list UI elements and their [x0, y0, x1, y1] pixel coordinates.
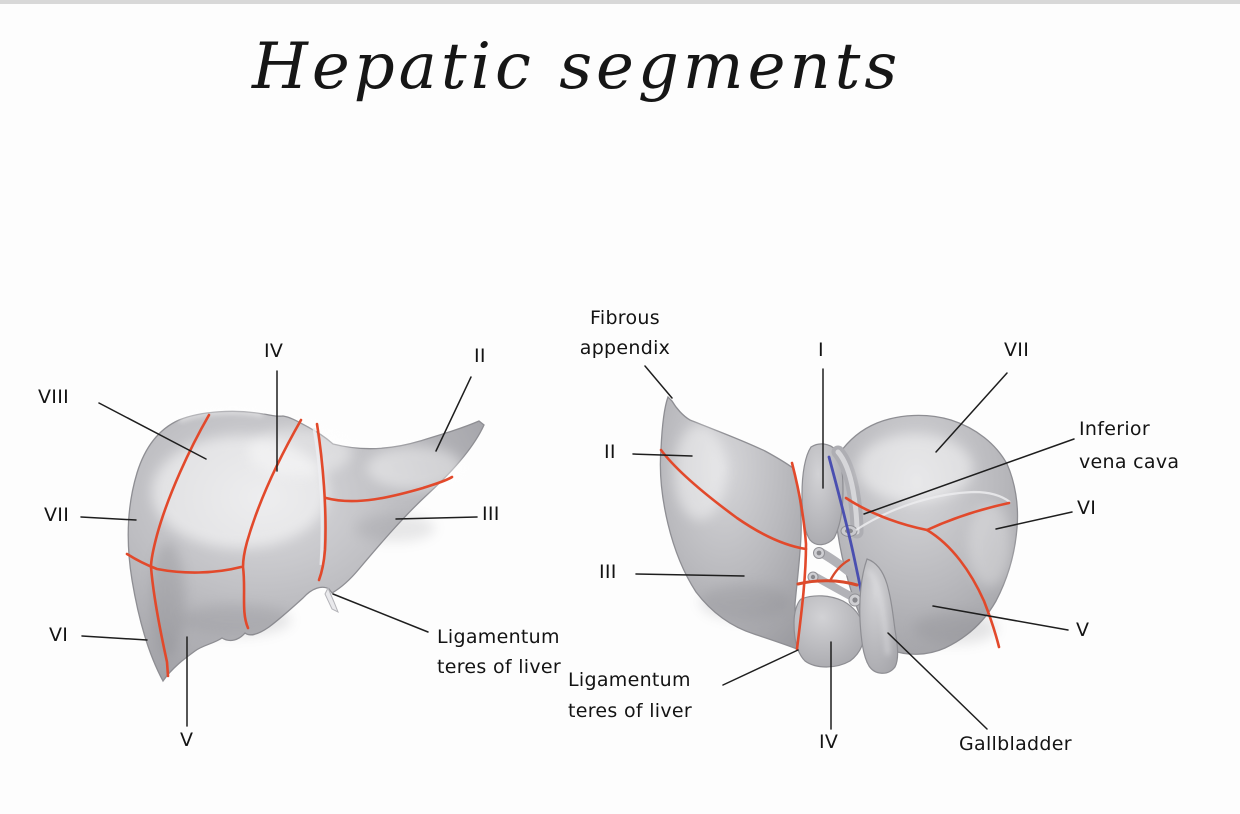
leader-ii-anterior: [435, 376, 472, 452]
posterior-view-figure: [659, 395, 1019, 674]
label-segment-vii-anterior: VII: [44, 504, 70, 526]
label-line: appendix: [579, 337, 671, 359]
segment-line: [324, 475, 454, 503]
top-border-strip: [0, 0, 1240, 4]
label-gallbladder: Gallbladder: [959, 733, 1072, 755]
label-segment-vii-posterior: VII: [1004, 339, 1030, 361]
label-line: vena cava: [1079, 451, 1180, 473]
leader-ii-posterior: [632, 453, 693, 457]
leader-v-posterior: [932, 605, 1069, 631]
label-line: teres of liver: [437, 656, 562, 678]
posterior-segment-lines: [659, 448, 1011, 651]
anterior-liver-body: [127, 410, 485, 683]
label-segment-v-posterior: V: [1076, 619, 1090, 641]
label-segment-vi-anterior: VI: [49, 624, 69, 646]
coronary-ligament-line: [855, 490, 1011, 531]
label-line: Ligamentum: [437, 626, 560, 648]
label-line: teres of liver: [568, 700, 693, 722]
leader-gallbladder: [887, 632, 988, 730]
leader-lines: [80, 365, 1075, 730]
leader-vii-anterior: [80, 516, 137, 521]
leader-fibrous-appendix: [644, 365, 673, 399]
label-inferior-vena-cava: Inferior vena cava: [1079, 413, 1179, 479]
falciform-ligament-rim: [312, 427, 324, 566]
page-title: Hepatic segments: [252, 30, 902, 104]
label-line: Ligamentum: [568, 669, 691, 691]
label-segment-iii-anterior: III: [482, 503, 500, 525]
posterior-left-lobe: [659, 395, 802, 650]
label-segment-viii-anterior: VIII: [38, 386, 70, 408]
label-segment-ii-posterior: II: [604, 441, 616, 463]
leader-iii-anterior: [395, 516, 478, 520]
leader-lig-teres-posterior: [722, 649, 799, 686]
label-ligamentum-teres-posterior: Ligamentum teres of liver: [568, 665, 692, 727]
anterior-view-figure: [125, 408, 485, 683]
leader-lig-teres-anterior: [332, 593, 429, 633]
leader-vi-anterior: [81, 635, 148, 641]
leader-vi-posterior: [995, 511, 1073, 530]
label-ligamentum-teres-anterior: Ligamentum teres of liver: [437, 622, 561, 682]
label-segment-iv-posterior: IV: [819, 731, 839, 753]
segment-line: [790, 461, 808, 651]
segment-line: [659, 448, 808, 551]
ligamentum-teres-sliver: [324, 586, 339, 614]
hepatic-artery-branch: [828, 558, 851, 583]
segment-line: [925, 501, 1011, 532]
label-fibrous-appendix: Fibrous appendix: [575, 303, 675, 363]
leader-vii-posterior: [935, 372, 1008, 453]
leader-inferior-vena-cava: [863, 438, 1075, 515]
label-segment-v-anterior: V: [180, 729, 194, 751]
label-segment-ii-anterior: II: [474, 345, 486, 367]
leader-viii: [98, 402, 207, 460]
segment-line: [149, 413, 211, 678]
label-segment-vi-posterior: VI: [1077, 497, 1097, 519]
label-segment-iv-anterior: IV: [264, 340, 284, 362]
label-segment-i-posterior: I: [818, 339, 824, 361]
segment-line: [315, 422, 327, 582]
segment-line: [125, 552, 243, 574]
segment-line: [844, 496, 1001, 649]
label-segment-iii-posterior: III: [599, 561, 617, 583]
gallbladder-shape: [859, 558, 899, 674]
leader-iii-posterior: [635, 573, 745, 577]
label-line: Fibrous: [590, 307, 660, 329]
label-line: Inferior: [1079, 418, 1150, 440]
quadrate-lobe: [793, 595, 866, 668]
